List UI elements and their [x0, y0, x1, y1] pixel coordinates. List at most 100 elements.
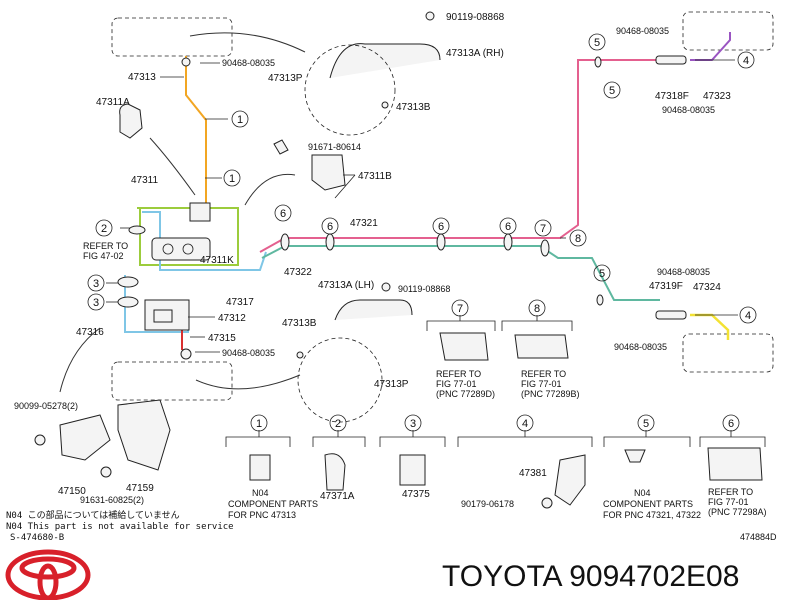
code-ref: 474884D — [740, 532, 777, 542]
label-47311K: 47311K — [200, 255, 234, 266]
svg-text:8: 8 — [534, 303, 540, 315]
guide-arrows — [59, 32, 306, 393]
note-s: S-474680-B — [10, 533, 64, 543]
callout-4b: 4 — [739, 306, 757, 324]
label-90468-tl: 90468-08035 — [222, 58, 275, 68]
label-47313B-mid: 47313B — [282, 318, 317, 329]
component-icons — [249, 332, 763, 509]
master-cylinder-assembly — [144, 57, 211, 360]
callout-7-header: 7 — [451, 299, 469, 317]
label-ref6-1: REFER TO — [708, 487, 753, 497]
label-47381: 47381 — [519, 468, 547, 479]
line-47324-yellow — [690, 313, 730, 340]
bracket-47311B-icon — [311, 154, 346, 191]
label-comp-a1: COMPONENT PARTS — [228, 499, 318, 509]
svg-text:5: 5 — [599, 268, 605, 280]
label-47315: 47315 — [208, 333, 236, 344]
svg-text:8: 8 — [575, 233, 581, 245]
label-47321: 47321 — [350, 218, 378, 229]
bolt-91671-icon — [273, 139, 289, 155]
callout-5c: 5 — [593, 264, 611, 282]
bolt-47313B-top — [381, 101, 389, 109]
label-47323: 47323 — [703, 91, 731, 102]
bolt-90119-mid-icon — [381, 282, 391, 292]
svg-text:5: 5 — [609, 85, 615, 97]
toyota-logo — [5, 549, 91, 600]
line-47323-purple — [690, 32, 731, 61]
label-90468-rb: 90468-08035 — [614, 342, 667, 352]
svg-text:6: 6 — [280, 208, 286, 220]
label-47313: 47313 — [128, 72, 156, 83]
callout-2a: 2 — [95, 219, 113, 237]
svg-text:5: 5 — [594, 37, 600, 49]
part-labels: 90119-08868 47313A (RH) 90468-08035 4731… — [6, 12, 777, 543]
svg-text:4: 4 — [743, 55, 749, 67]
label-47322: 47322 — [284, 267, 312, 278]
label-ref8-2: FIG 77-01 — [521, 379, 562, 389]
label-90468-tr1: 90468-08035 — [616, 26, 669, 36]
label-ref7-1: REFER TO — [436, 369, 481, 379]
svg-text:4: 4 — [522, 418, 528, 430]
label-47159: 47159 — [126, 483, 154, 494]
label-47371A: 47371A — [320, 491, 355, 502]
svg-text:3: 3 — [410, 418, 416, 430]
label-90468-ml: 90468-08035 — [222, 348, 275, 358]
callout-6c: 6 — [432, 217, 450, 235]
label-comp-b2: FOR PNC 47321, 47322 — [603, 510, 701, 520]
label-ref7-3: (PNC 77289D) — [436, 389, 495, 399]
label-47313A-lh: 47313A (LH) — [318, 280, 374, 291]
svg-text:3: 3 — [93, 297, 99, 309]
callout-1a: 1 — [231, 110, 249, 128]
callout-5-table: 5 — [637, 414, 655, 432]
label-47313B-top: 47313B — [396, 102, 431, 113]
svg-text:6: 6 — [728, 418, 734, 430]
note-en: N04 This part is not available for servi… — [6, 522, 234, 532]
label-refer-2: FIG 47-02 — [83, 251, 124, 261]
label-90468-rm: 90468-08035 — [657, 267, 710, 277]
hose-47313A-lh — [334, 299, 413, 321]
svg-text:1: 1 — [256, 418, 262, 430]
label-n04-a: N04 — [252, 488, 269, 498]
callout-4a: 4 — [737, 51, 755, 69]
label-ref6-3: (PNC 77298A) — [708, 507, 767, 517]
brand-part-number: TOYOTA 9094702E08 — [442, 560, 739, 593]
label-47312: 47312 — [218, 313, 246, 324]
label-90179: 90179-06178 — [461, 499, 514, 509]
svg-text:3: 3 — [93, 278, 99, 290]
svg-text:1: 1 — [237, 114, 243, 126]
label-47318F: 47318F — [655, 91, 689, 102]
callout-3b: 3 — [87, 293, 105, 311]
label-ref7-2: FIG 77-01 — [436, 379, 477, 389]
label-ref8-3: (PNC 77289B) — [521, 389, 580, 399]
hose-47313A-rh — [329, 43, 441, 79]
label-47150: 47150 — [58, 486, 86, 497]
svg-text:4: 4 — [745, 310, 751, 322]
ref-box-top-right — [682, 11, 774, 51]
leader-lines — [106, 59, 738, 353]
callout-6-table: 6 — [722, 414, 740, 432]
label-47311: 47311 — [131, 175, 159, 186]
svg-text:2: 2 — [101, 223, 107, 235]
line-blue-1 — [142, 211, 267, 271]
callout-8a: 8 — [569, 229, 587, 247]
label-91631: 91631-60825(2) — [80, 495, 144, 505]
callout-2-table: 2 — [329, 414, 347, 432]
callout-1-table: 1 — [250, 414, 268, 432]
svg-text:1: 1 — [229, 173, 235, 185]
ref-box-mid-left — [111, 361, 233, 401]
label-47375: 47375 — [402, 489, 430, 500]
svg-text:6: 6 — [327, 221, 333, 233]
label-90119-mid: 90119-08868 — [398, 284, 450, 294]
label-47324: 47324 — [693, 282, 721, 293]
label-47311A: 47311A — [96, 97, 130, 108]
label-47313A-rh: 47313A (RH) — [446, 48, 504, 59]
callout-3a: 3 — [87, 274, 105, 292]
svg-text:2: 2 — [335, 418, 341, 430]
bolt-47313B-mid — [296, 351, 304, 359]
label-ref6-2: FIG 77-01 — [708, 497, 749, 507]
svg-text:5: 5 — [643, 418, 649, 430]
callout-5b: 5 — [603, 81, 621, 99]
caliper-area-top — [304, 44, 396, 136]
callout-3-table: 3 — [404, 414, 422, 432]
